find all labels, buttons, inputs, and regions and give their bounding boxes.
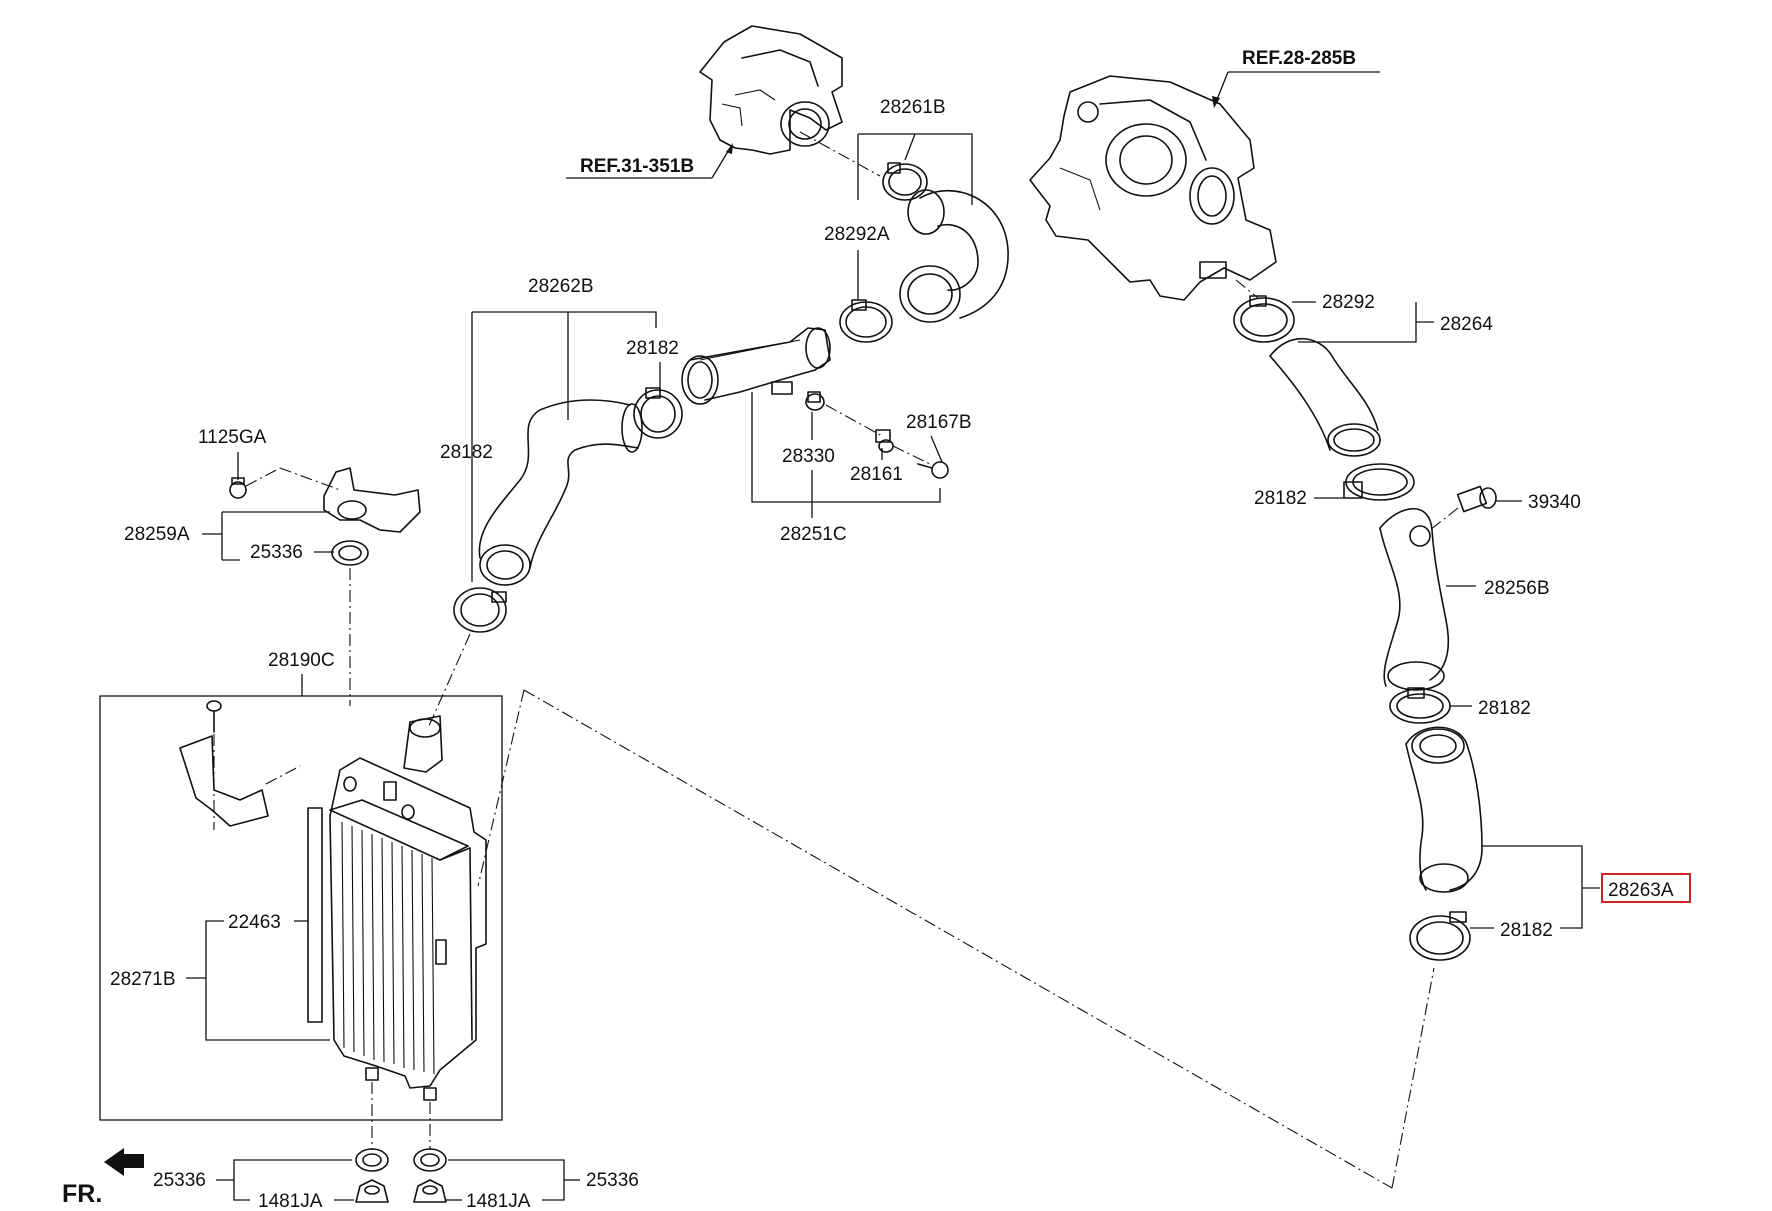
clamp-28182-bottom <box>1409 911 1471 961</box>
part-label-p1125ga: 1125GA <box>198 427 267 448</box>
bolt-1125ga <box>229 477 247 499</box>
hose-28262b <box>478 399 643 586</box>
turbocharger <box>1029 75 1277 301</box>
callout-bottom-right: 25336 1481JA <box>446 1159 639 1211</box>
pipe-28251c <box>681 327 831 405</box>
callout-28292-28264: 28292 28264 <box>1292 292 1493 343</box>
callout-28251c: 28251C <box>751 392 941 545</box>
clamp-28182-top <box>633 387 683 439</box>
ref-31-351b: REF.31-351B <box>566 143 733 179</box>
callout-28182-top: 28182 <box>626 338 679 392</box>
part-label-p25336_br: 25336 <box>586 1170 639 1191</box>
clamp-28182-lower <box>1389 687 1451 724</box>
part-label-p28167b: 28167B <box>906 412 972 433</box>
cap-1481ja-right <box>413 1179 447 1203</box>
callout-22463: 22463 <box>228 912 308 933</box>
front-direction-indicator: FR. <box>62 1148 144 1208</box>
part-label-p22463: 22463 <box>228 912 281 933</box>
callout-28271b: 28271B <box>110 920 330 1041</box>
highlight-box <box>1601 873 1691 903</box>
grommet-25336-bottom-left <box>355 1148 389 1172</box>
front-arrow-icon <box>104 1148 144 1176</box>
part-label-p25336_bl: 25336 <box>153 1170 206 1191</box>
callout-28292a: 28292A <box>824 224 890 300</box>
part-label-p28182_top: 28182 <box>626 338 679 359</box>
hose-28256b <box>1379 507 1450 691</box>
grommet-25336-top <box>331 540 369 566</box>
ref-right-label: REF.28-285B <box>1242 48 1356 69</box>
callout-28190c: 28190C <box>99 650 503 1121</box>
part-label-p28182_mid: 28182 <box>1254 488 1307 509</box>
callout-28256b: 28256B <box>1446 578 1550 599</box>
cap-1481ja-left <box>355 1179 389 1203</box>
hose-28263a <box>1405 726 1483 893</box>
bolt-28167b <box>917 461 949 479</box>
callout-39340: 39340 <box>1496 492 1581 513</box>
bracket-28259a <box>323 467 421 533</box>
callout-1125ga: 1125GA <box>198 427 267 480</box>
throttle-body <box>699 25 843 155</box>
part-label-p28161: 28161 <box>850 464 903 485</box>
ref-28-285b: REF.28-285B <box>1212 48 1380 108</box>
clamp-28292a <box>839 299 893 343</box>
callout-28261b: 28261B <box>857 97 973 205</box>
part-label-p28262b: 28262B <box>528 276 594 297</box>
callout-28262b: 28262B <box>471 276 657 582</box>
part-label-p28292a: 28292A <box>824 224 890 245</box>
svg-text:FR.: FR. <box>62 1180 102 1208</box>
fitting-28161 <box>875 429 894 453</box>
part-label-p28271b: 28271B <box>110 969 176 990</box>
elbow-hose-28261b <box>899 189 1009 323</box>
ref-left-label: REF.31-351B <box>580 156 694 177</box>
part-label-p28259a: 28259A <box>124 524 190 545</box>
part-label-p28190c: 28190C <box>268 650 335 671</box>
part-label-p28251c: 28251C <box>780 524 847 545</box>
intercooler-assembly <box>179 700 487 1101</box>
callout-28182-mid: 28182 <box>1254 488 1344 509</box>
part-label-p39340: 39340 <box>1528 492 1581 513</box>
part-label-p28182_left: 28182 <box>440 442 493 463</box>
callout-28263a: 28182 28263A <box>1470 845 1691 941</box>
sensor-39340 <box>1456 485 1497 513</box>
clamp-upper <box>882 162 928 201</box>
part-label-p28330: 28330 <box>782 446 835 467</box>
callout-bottom-left: 25336 1481JA <box>153 1159 354 1211</box>
highlighted-part-label: 28263A <box>1608 880 1674 901</box>
part-label-p28264: 28264 <box>1440 314 1493 335</box>
part-label-p28256b: 28256B <box>1484 578 1550 599</box>
part-label-p28182_bottom: 28182 <box>1500 920 1553 941</box>
part-label-p28182_lower: 28182 <box>1478 698 1531 719</box>
part-label-p28292: 28292 <box>1322 292 1375 313</box>
part-label-p1481ja_l: 1481JA <box>258 1191 323 1211</box>
clamp-28292 <box>1233 295 1295 343</box>
clamp-28182-left <box>453 587 507 633</box>
callout-28259a: 28259A <box>124 511 330 561</box>
fitting-28330 <box>805 391 825 411</box>
clamp-28182-mid <box>1343 463 1415 501</box>
part-label-p1481ja_r: 1481JA <box>466 1191 531 1211</box>
hose-28264 <box>1269 337 1381 457</box>
callout-28182-lower: 28182 <box>1450 698 1531 719</box>
grommet-25336-bottom-right <box>413 1148 447 1172</box>
part-label-p25336_top: 25336 <box>250 542 303 563</box>
part-label-p28261b: 28261B <box>880 97 946 118</box>
